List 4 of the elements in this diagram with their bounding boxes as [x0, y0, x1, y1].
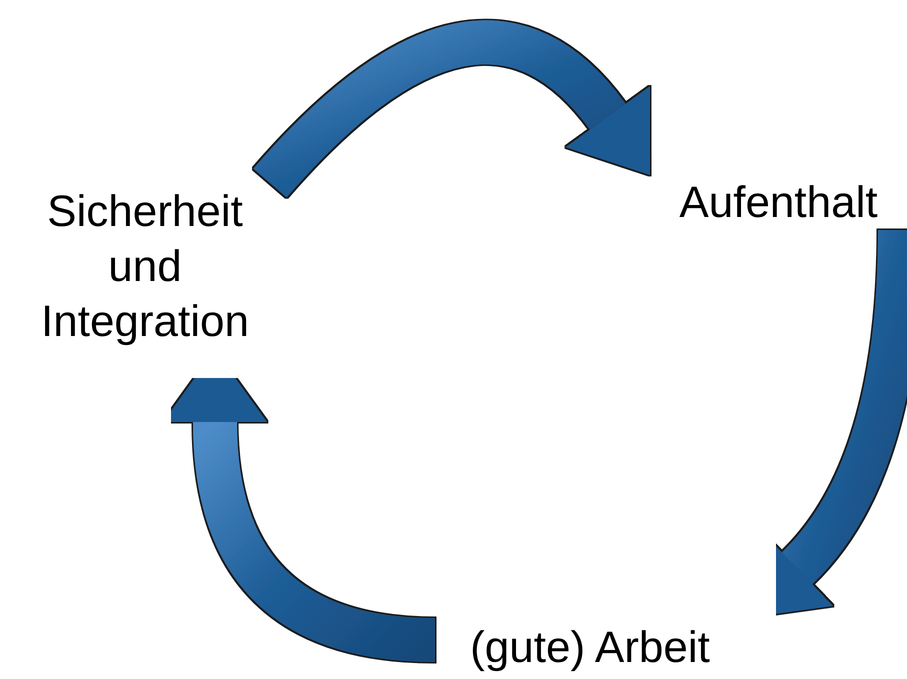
node-label: (gute) Arbeit — [470, 622, 710, 674]
node-label: Sicherheit und Integration — [40, 186, 250, 348]
curved-arrow — [748, 230, 907, 621]
node-label: Aufenthalt — [679, 177, 878, 229]
